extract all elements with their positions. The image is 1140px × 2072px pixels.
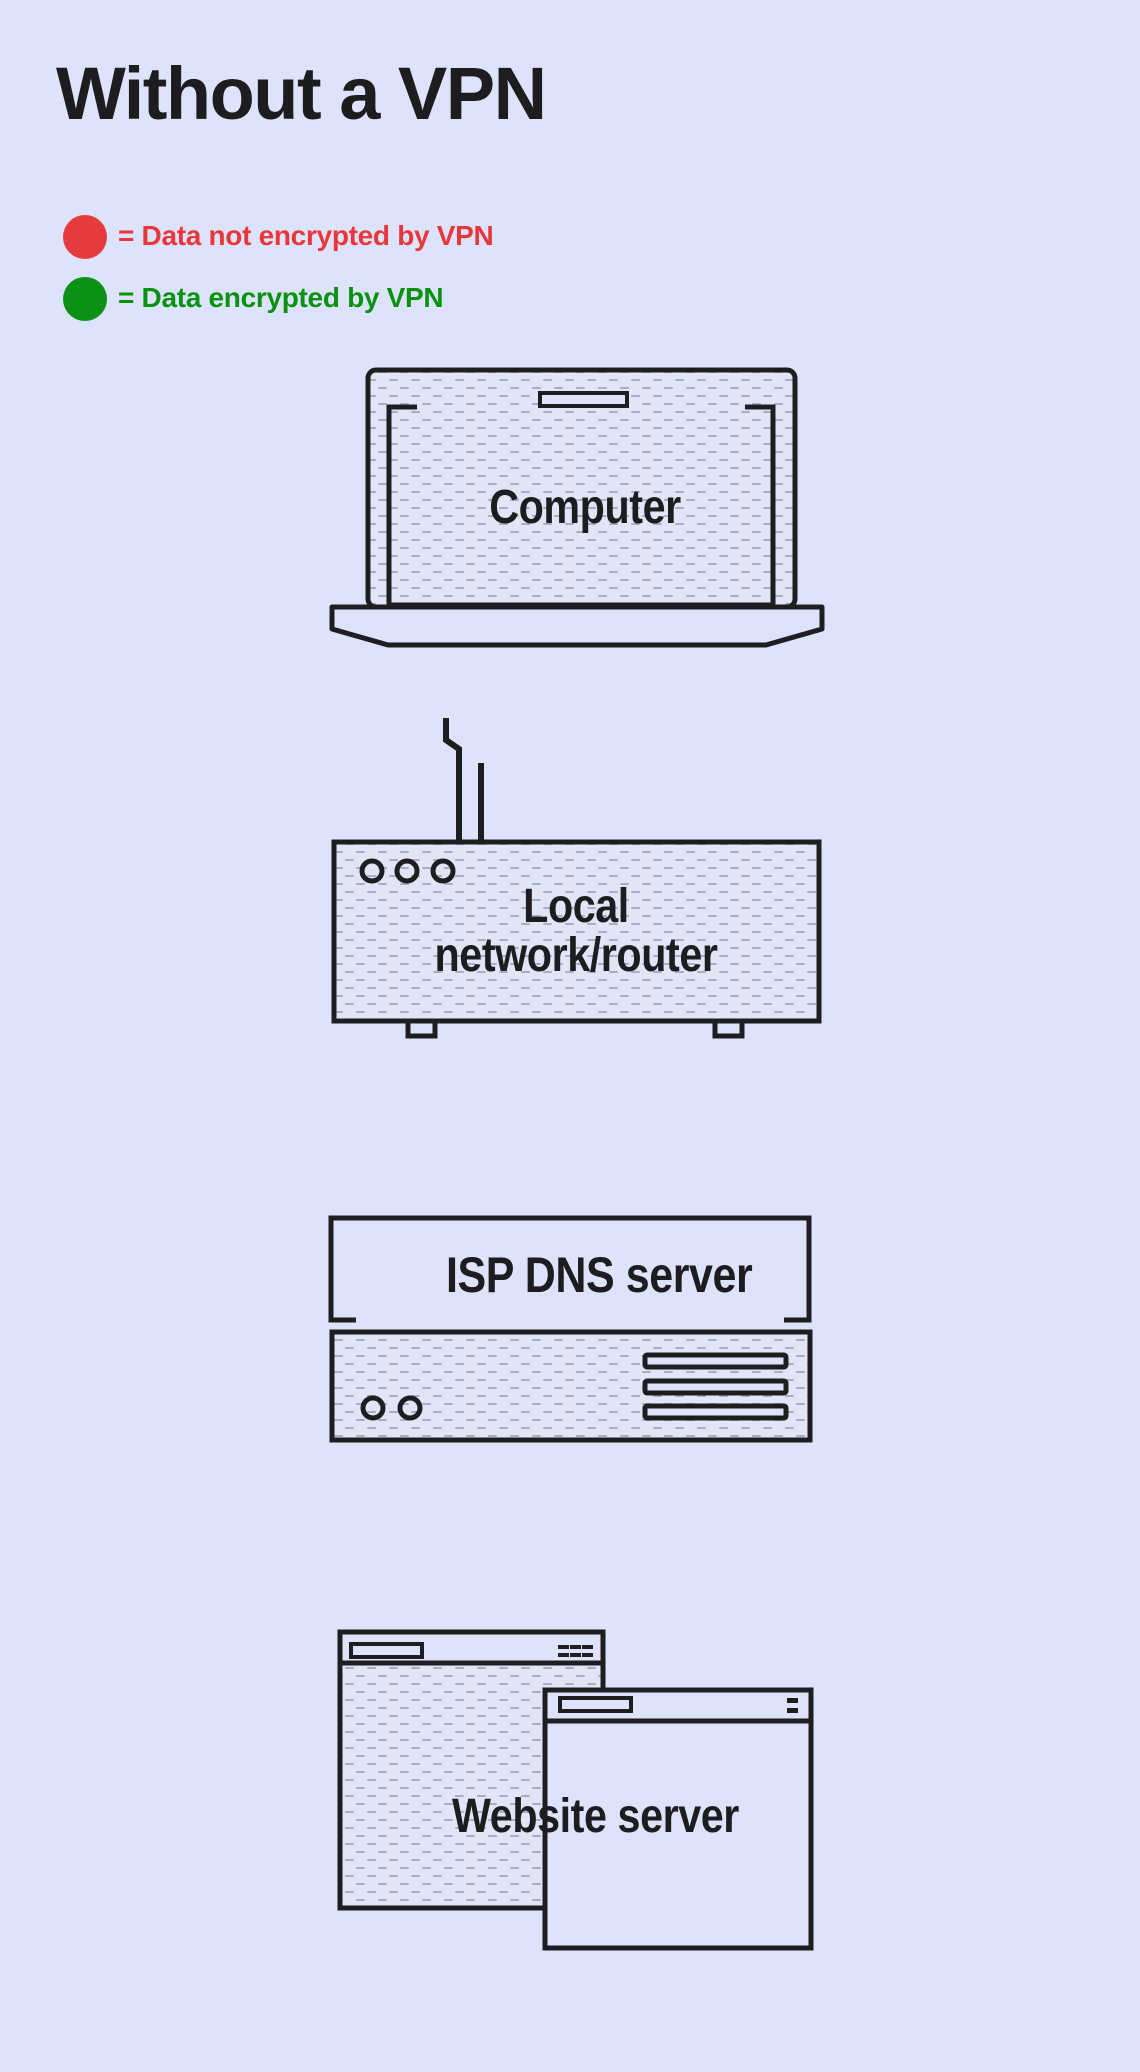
legend-label-not-encrypted: = Data not encrypted by VPN [118, 220, 494, 251]
encrypted-dot-icon [63, 277, 107, 321]
laptop-camera-notch [538, 391, 629, 408]
not-encrypted-dot-icon [63, 215, 107, 259]
computer-label: Computer [489, 481, 681, 534]
router-led [394, 858, 420, 884]
router-label: Local network/router [404, 882, 748, 980]
browser-back-address-bar [349, 1642, 424, 1659]
router-led [359, 858, 385, 884]
router-icon [331, 718, 822, 1039]
dns-server-vent [642, 1378, 789, 1396]
legend-label-encrypted: = Data encrypted by VPN [118, 282, 444, 313]
laptop-icon [329, 367, 825, 648]
browser-windows-icon [337, 1629, 814, 1951]
dns-label-box [328, 1215, 812, 1323]
router-label-line2: network/router [434, 929, 718, 982]
dns-server-led [360, 1395, 386, 1421]
router-led [430, 858, 456, 884]
dns-server-vent [642, 1403, 789, 1421]
browser-back-menu-dots-icon [558, 1645, 593, 1657]
page-title: Without a VPN [56, 52, 547, 135]
laptop-base [329, 604, 825, 648]
isp-dns-label: ISP DNS server [446, 1247, 753, 1303]
website-server-label: Website server [452, 1790, 739, 1843]
browser-front-address-bar [558, 1696, 633, 1713]
router-label-line1: Local [523, 880, 629, 933]
rack-server-icon [328, 1215, 813, 1443]
dns-server-led [397, 1395, 423, 1421]
router-antenna-bent [443, 718, 462, 844]
browser-front-menu-dashes-icon [787, 1698, 798, 1713]
dns-server-vent [642, 1352, 789, 1370]
